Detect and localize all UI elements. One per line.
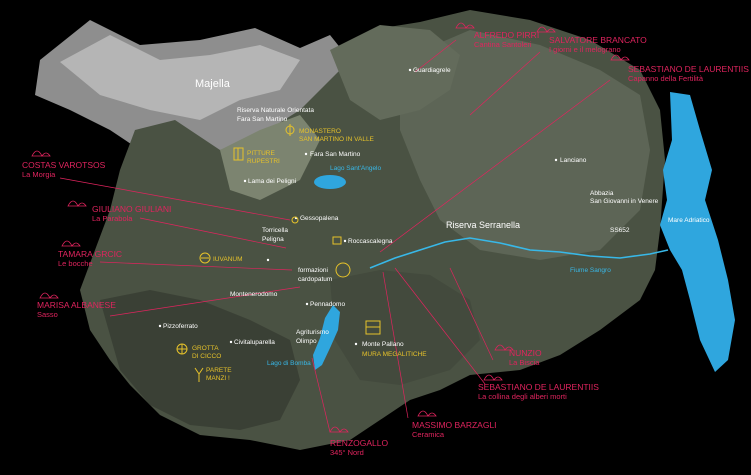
place-montenerodomo: Montenerodomo	[230, 291, 278, 298]
place-guardiagrele: Guardiagrele	[413, 67, 451, 74]
roccascalegna-icon	[332, 236, 342, 245]
gessopalena-icon	[291, 216, 299, 224]
place-formazioni-line1: formazioni	[298, 267, 328, 274]
snake-sketch-icon	[494, 344, 514, 351]
terrain-east	[400, 30, 650, 260]
parabola-sketch-icon	[67, 200, 87, 207]
artist-name: MARISA ALBANESE	[37, 300, 116, 310]
lips-sketch-icon	[61, 240, 81, 247]
site-iuvanum: IUVANUM	[213, 256, 243, 263]
place-abbazia-line2: San Giovanni in Venere	[590, 198, 659, 205]
place-lama-dei-peligni: Lama dei Peligni	[248, 178, 296, 185]
artist-work: 345° Nord	[330, 448, 364, 457]
majella-ridge	[60, 35, 300, 120]
site-grotta-line2: DI CICCO	[192, 353, 221, 360]
lago-sant-angelo	[314, 175, 346, 189]
town-dots	[158, 68, 558, 346]
artist-work: La Biscia	[509, 358, 540, 367]
grotta-icon	[176, 343, 188, 355]
place-torricella-line1: Torricella	[262, 227, 288, 234]
terrain-southeast	[330, 270, 480, 385]
artist-work: La Parabola	[92, 214, 133, 223]
place-riserva-serranella: Riserva Serranella	[446, 220, 520, 230]
place-fara-san-martino: Fara San Martino	[310, 151, 361, 158]
parete-icon	[194, 367, 204, 382]
place-abbazia-line1: Abbazia	[590, 190, 614, 197]
mura-icon	[365, 320, 381, 335]
terrain-north	[330, 25, 460, 120]
place-pennadomo: Pennadomo	[310, 301, 345, 308]
site-monastero-line1: MONASTERO	[299, 128, 341, 135]
site-pitture-line2: RUPESTRI	[247, 158, 280, 165]
artist-work: Sasso	[37, 310, 58, 319]
place-lago-di-bomba: Lago di Bomba	[267, 360, 311, 367]
artist-name: TAMARA GRCIC	[58, 249, 122, 259]
stone-sketch-icon	[39, 292, 59, 299]
artist-work: Capanno della Fertilità	[628, 74, 704, 83]
place-roccascalegna: Roccascalegna	[348, 238, 393, 245]
artist-name: NUNZIO	[509, 348, 542, 358]
place-mare-adriatico: Mare Adriatico	[668, 217, 710, 224]
place-torricella-line2: Peligna	[262, 236, 284, 243]
hill-sketch-icon	[483, 374, 503, 381]
hut-sketch-icon	[610, 54, 630, 61]
fiume-sangro	[369, 237, 669, 269]
place-gessopalena: Gessopalena	[300, 215, 339, 222]
place-ss652: SS652	[610, 227, 630, 234]
artist-name: MASSIMO BARZAGLI	[412, 420, 497, 430]
artist-name: ALFREDO PIRRI	[474, 30, 539, 40]
artist-work: I giorni e il melograno	[549, 45, 621, 54]
place-monte-pallano: Monte Pallano	[362, 341, 404, 348]
artist-name: SALVATORE BRANCATO	[549, 35, 647, 45]
place-civitaluparella: Civitaluparella	[234, 339, 275, 346]
place-riserva-fara-line2: Fara San Martino	[237, 116, 288, 123]
site-icons	[176, 124, 381, 382]
site-monastero-line2: SAN MARTINO IN VALLE	[299, 136, 375, 143]
place-agriturismo-line2: Olimpo	[296, 338, 317, 345]
mountain-sketch-icon	[536, 26, 556, 33]
site-grotta-line1: GROTTA	[192, 345, 219, 352]
artist-work: La collina degli alberi morti	[478, 392, 567, 401]
artist-name: SEBASTIANO DE LAURENTIIS	[628, 64, 749, 74]
place-pizzoferrato: Pizzoferrato	[163, 323, 198, 330]
site-parete-line2: MANZI !	[206, 375, 230, 382]
bench-sketch-icon	[329, 426, 349, 433]
monastery-icon	[285, 124, 295, 136]
place-fiume-sangro: Fiume Sangro	[570, 267, 611, 274]
artist-work: La Morgia	[22, 170, 56, 179]
formazioni-icon	[335, 262, 351, 278]
site-parete-line1: PARETE	[206, 367, 232, 374]
wave-sketch-icon	[455, 22, 475, 29]
artist-work: Cantina Santoleri	[474, 40, 532, 49]
place-agriturismo-line1: Agriturismo	[296, 329, 329, 336]
artist-work: Le bocche	[58, 259, 93, 268]
terrain-south-dark	[100, 290, 300, 430]
artist-name: RENZOGALLO	[330, 438, 388, 448]
iuvanum-icon	[199, 252, 211, 264]
place-lanciano: Lanciano	[560, 157, 587, 164]
place-riserva-fara-line1: Riserva Naturale Orientata	[237, 107, 314, 114]
arch-sketch-icon	[417, 410, 437, 417]
artist-name: COSTAS VAROTSOS	[22, 160, 106, 170]
place-majella: Majella	[195, 78, 231, 90]
cave-paintings-icon	[233, 147, 244, 161]
terrain-valley-light	[220, 115, 320, 200]
place-formazioni-line2: cardopatum	[298, 276, 332, 283]
lago-di-bomba	[313, 305, 340, 370]
place-lago-sant-angelo: Lago Sant'Angelo	[330, 165, 382, 172]
artist-work: Ceramica	[412, 430, 445, 439]
rock-sketch-icon	[31, 150, 51, 157]
site-pitture-line1: PITTURE	[247, 150, 275, 157]
artist-name: SEBASTIANO DE LAURENTIIS	[478, 382, 599, 392]
leader-lines	[59, 39, 611, 433]
site-mura-megalitiche: MURA MEGALITICHE	[362, 351, 427, 358]
artist-name: GIULIANO GIULIANI	[92, 204, 171, 214]
adriatic-sea	[660, 92, 735, 372]
